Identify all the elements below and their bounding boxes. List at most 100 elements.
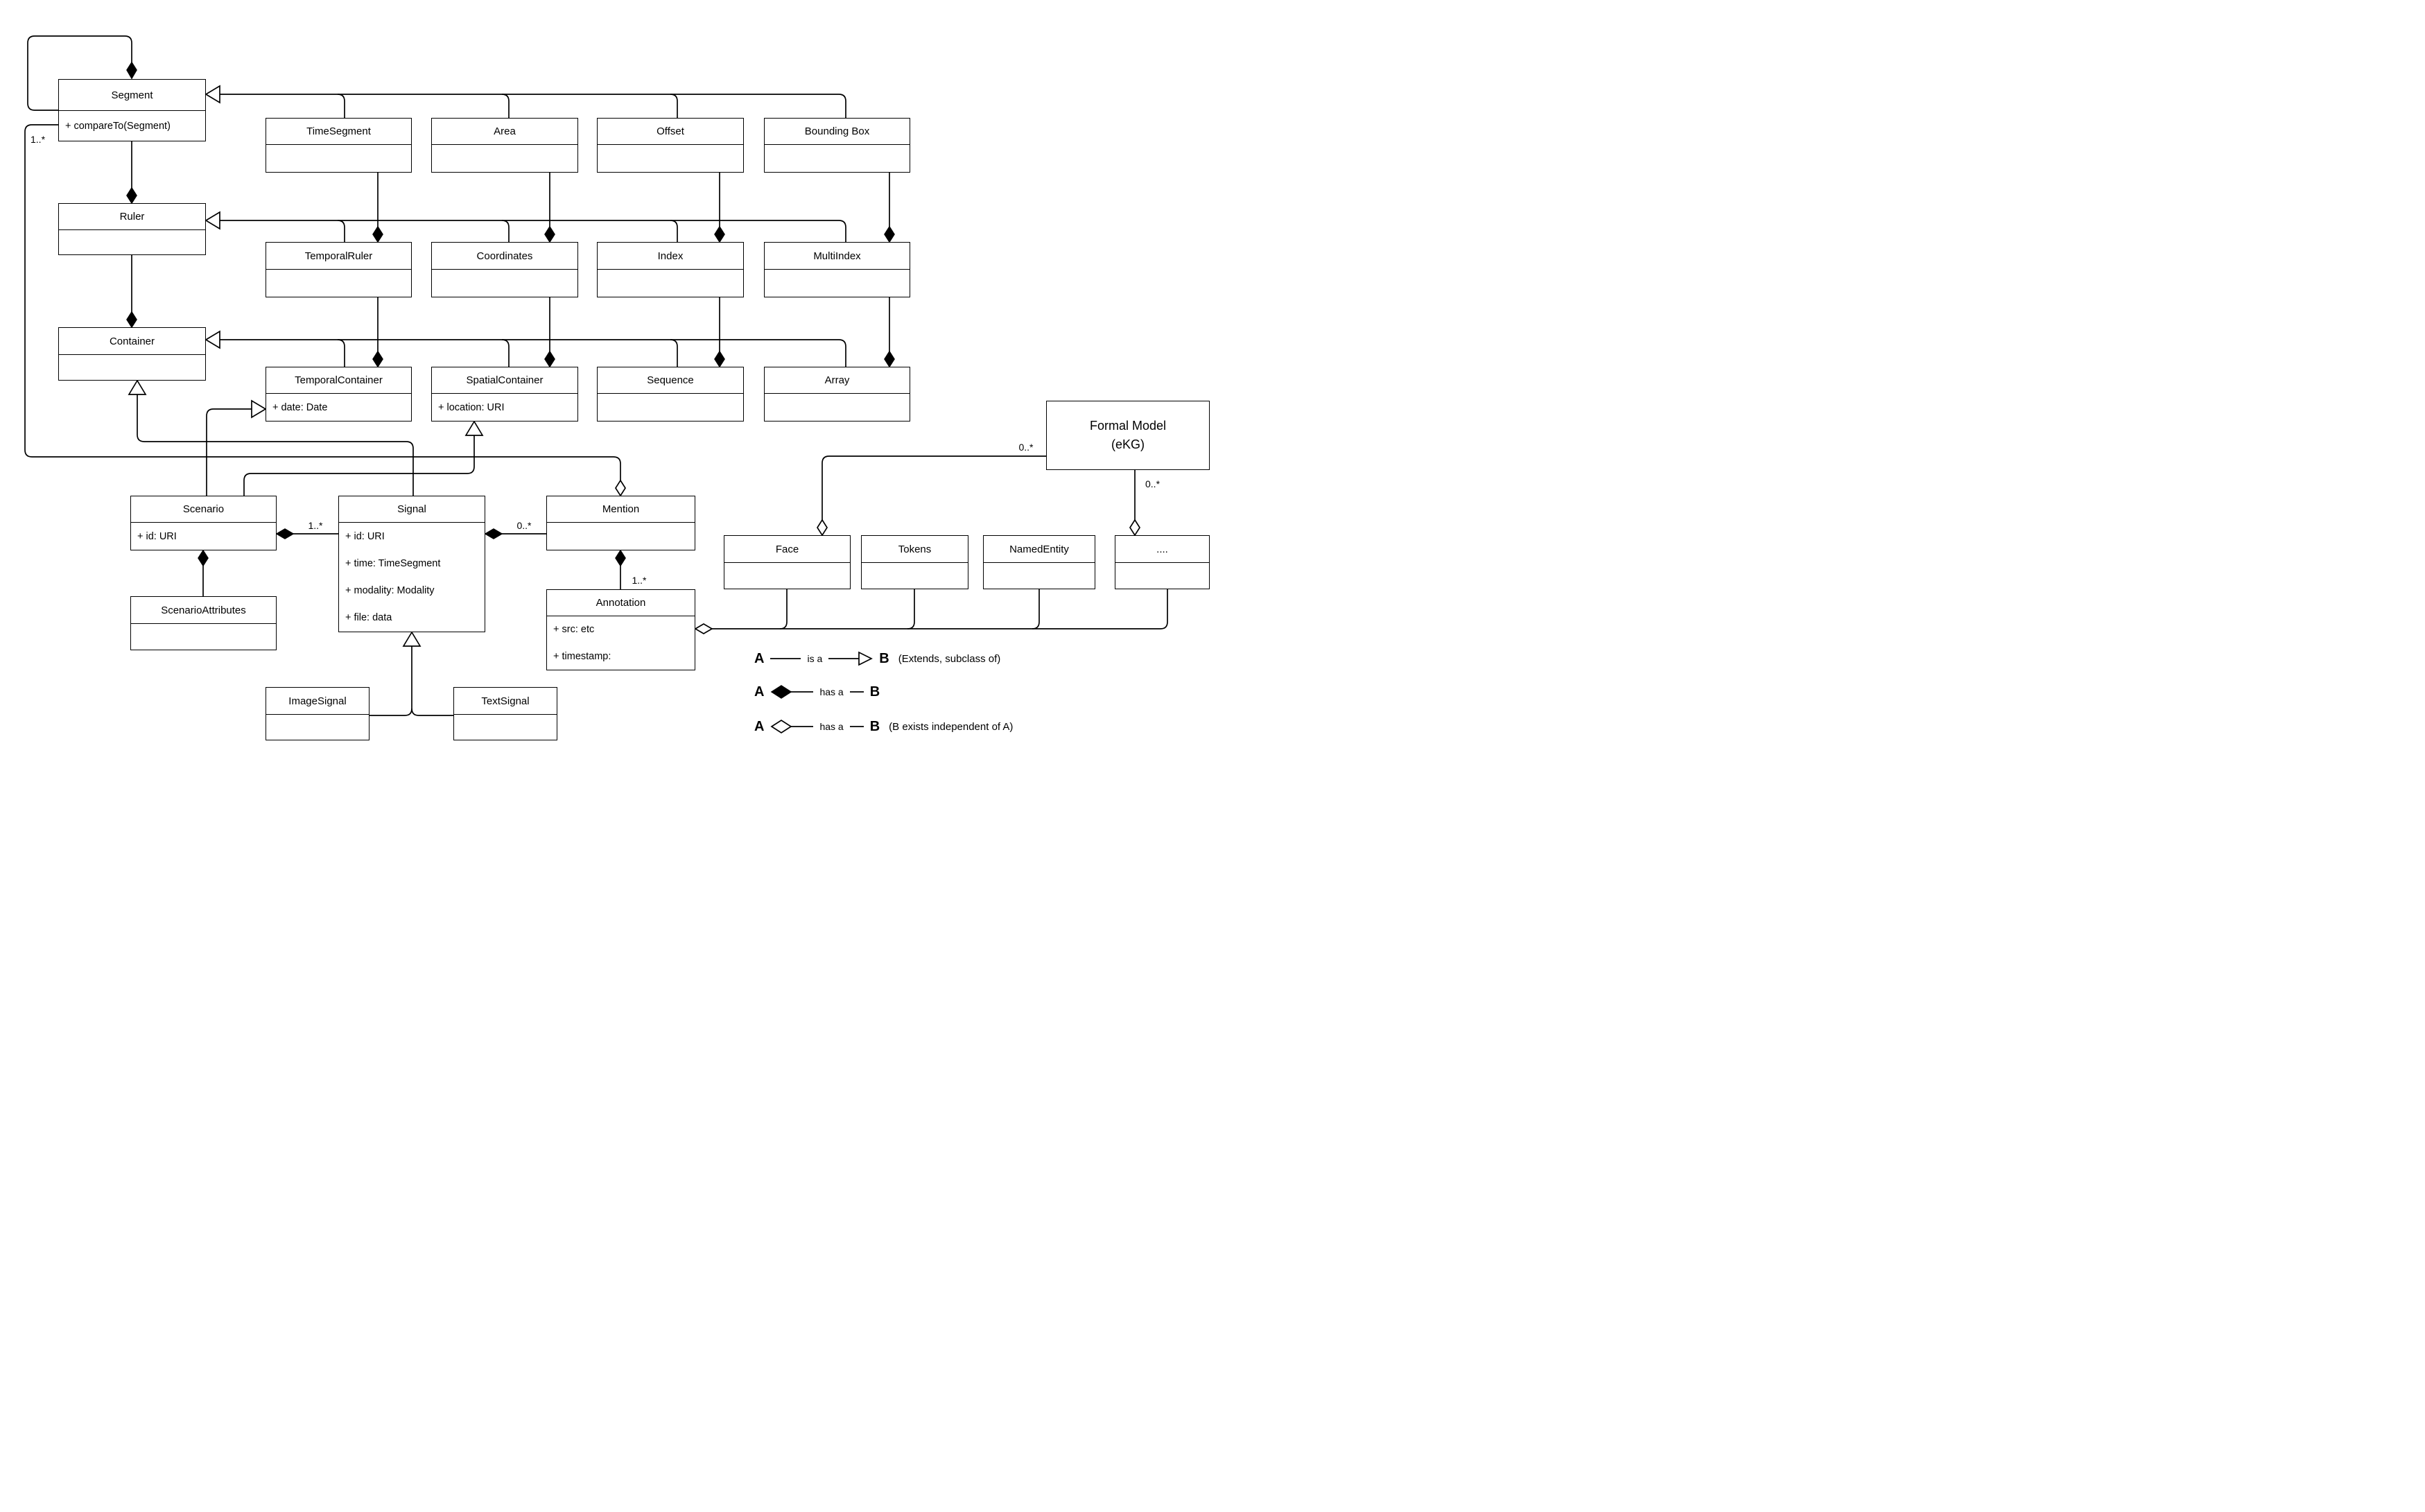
edge-container-ruler-composition xyxy=(126,255,137,329)
edge-branch xyxy=(337,220,345,242)
line-icon xyxy=(849,691,864,693)
legend-row-has-a-aggregation: A has a B (B exists independent of A) xyxy=(754,718,1013,735)
composition-diamond-icon xyxy=(126,186,137,205)
class-multiindex: MultiIndex xyxy=(764,242,910,297)
edge-index-offset-composition xyxy=(714,173,725,243)
multiplicity-label: 1..* xyxy=(31,134,46,145)
generalization-arrow-icon xyxy=(205,211,220,230)
class-attributes xyxy=(1115,563,1209,589)
attribute: + file: data xyxy=(345,612,392,624)
edge-branch xyxy=(838,339,846,367)
class-title: TemporalContainer xyxy=(266,367,411,394)
aggregation-diamond-icon xyxy=(694,623,713,634)
edge-spatialcontainer-coordinates-composition xyxy=(544,297,555,368)
edge-path xyxy=(411,708,453,716)
edge-branch xyxy=(838,94,846,118)
aggregation-diamond-icon xyxy=(1129,519,1141,537)
multiplicity-label: 0..* xyxy=(1145,478,1161,489)
class-title: Annotation xyxy=(547,590,695,616)
attribute: + time: TimeSegment xyxy=(345,557,441,569)
edge-branch xyxy=(1032,589,1040,629)
edge-path xyxy=(243,435,475,496)
composition-diamond-icon xyxy=(615,549,626,567)
class-title: TimeSegment xyxy=(266,119,411,145)
class-title: Formal Model xyxy=(1089,419,1167,433)
class-attributes xyxy=(862,563,968,589)
class-coordinates: Coordinates xyxy=(431,242,578,297)
edge-path xyxy=(370,646,412,716)
edge-temporalcontainer-temporalruler-composition xyxy=(372,297,383,368)
class-attributes xyxy=(724,563,850,589)
aggregation-diamond-icon xyxy=(614,479,627,497)
edge-signal-container-generalization xyxy=(128,379,414,496)
multiplicity-label: 1..* xyxy=(632,575,647,586)
multiplicity-label: 0..* xyxy=(516,520,532,531)
class-annotation: Annotation + src: etc + timestamp: xyxy=(546,589,695,670)
edge-branch xyxy=(501,94,510,118)
class-title: Tokens xyxy=(862,536,968,563)
edge-temporalruler-timesegment-composition xyxy=(372,173,383,243)
edge-array-multiindex-composition xyxy=(884,297,895,368)
class-attributes xyxy=(598,270,743,297)
class-attributes: + location: URI xyxy=(432,394,577,421)
edges-layer: 1..* xyxy=(24,35,1168,716)
composition-diamond-icon xyxy=(714,225,725,243)
composition-diamond-icon xyxy=(198,549,209,567)
class-subtitle: (eKG) xyxy=(1111,437,1145,451)
class-title: Signal xyxy=(339,496,485,523)
attribute: + compareTo(Segment) xyxy=(65,120,171,132)
attribute: + location: URI xyxy=(438,401,505,413)
legend-b-label: B xyxy=(869,718,880,734)
class-title: Sequence xyxy=(598,367,743,394)
generalization-arrow-icon xyxy=(251,399,267,419)
attribute: + id: URI xyxy=(345,530,385,542)
composition-diamond-icon xyxy=(126,61,137,80)
attribute: + modality: Modality xyxy=(345,585,435,597)
edge-path xyxy=(712,589,1168,629)
edge-ruler-segment-composition xyxy=(126,141,137,205)
composition-diamond-icon xyxy=(771,685,814,699)
edge-mention-segment-aggregation: 1..* xyxy=(24,124,627,497)
class-title: Offset xyxy=(598,119,743,145)
class-etc: .... xyxy=(1115,535,1210,589)
attribute: + src: etc xyxy=(553,624,595,636)
class-temporalruler: TemporalRuler xyxy=(266,242,412,297)
edge-annotation-annotationtypes-aggregation xyxy=(694,589,1168,634)
generalization-arrow-icon xyxy=(205,330,220,349)
edge-generalization-row1-segment xyxy=(205,85,846,118)
legend-note: (B exists independent of A) xyxy=(889,720,1014,733)
generalization-arrow-icon xyxy=(402,631,421,647)
edge-signal-mention-composition: 0..* xyxy=(484,520,546,539)
class-title: Segment xyxy=(59,80,205,111)
class-index: Index xyxy=(597,242,744,297)
edge-coordinates-area-composition xyxy=(544,173,555,243)
class-attributes xyxy=(266,270,411,297)
class-attributes: + id: URI + time: TimeSegment + modality… xyxy=(339,523,485,632)
line-icon xyxy=(849,726,864,727)
class-attributes xyxy=(598,145,743,172)
edge-branch xyxy=(670,220,678,242)
class-title: Container xyxy=(59,328,205,355)
class-signal: Signal + id: URI + time: TimeSegment + m… xyxy=(338,496,485,632)
attribute: + id: URI xyxy=(137,530,177,542)
class-segment: Segment + compareTo(Segment) xyxy=(58,79,206,141)
class-attributes xyxy=(765,394,910,421)
edge-scenario-temporalcontainer-generalization xyxy=(206,399,267,496)
edge-branch xyxy=(501,339,510,367)
edge-imagesignal-textsignal-signal-generalization xyxy=(370,631,453,716)
composition-diamond-icon xyxy=(372,225,383,243)
class-title: Area xyxy=(432,119,577,145)
multiplicity-label: 0..* xyxy=(1018,442,1034,453)
class-container: Container xyxy=(58,327,206,381)
composition-diamond-icon xyxy=(484,528,503,539)
legend-a-label: A xyxy=(754,718,765,734)
attribute: + date: Date xyxy=(272,401,328,413)
class-attributes: + date: Date xyxy=(266,394,411,421)
edge-path xyxy=(137,394,414,496)
class-title: SpatialContainer xyxy=(432,367,577,394)
composition-diamond-icon xyxy=(544,350,555,368)
diagram-canvas: 1..* xyxy=(0,0,1212,756)
class-title: Mention xyxy=(547,496,695,523)
class-mention: Mention xyxy=(546,496,695,550)
extends-arrow-icon xyxy=(828,651,873,666)
